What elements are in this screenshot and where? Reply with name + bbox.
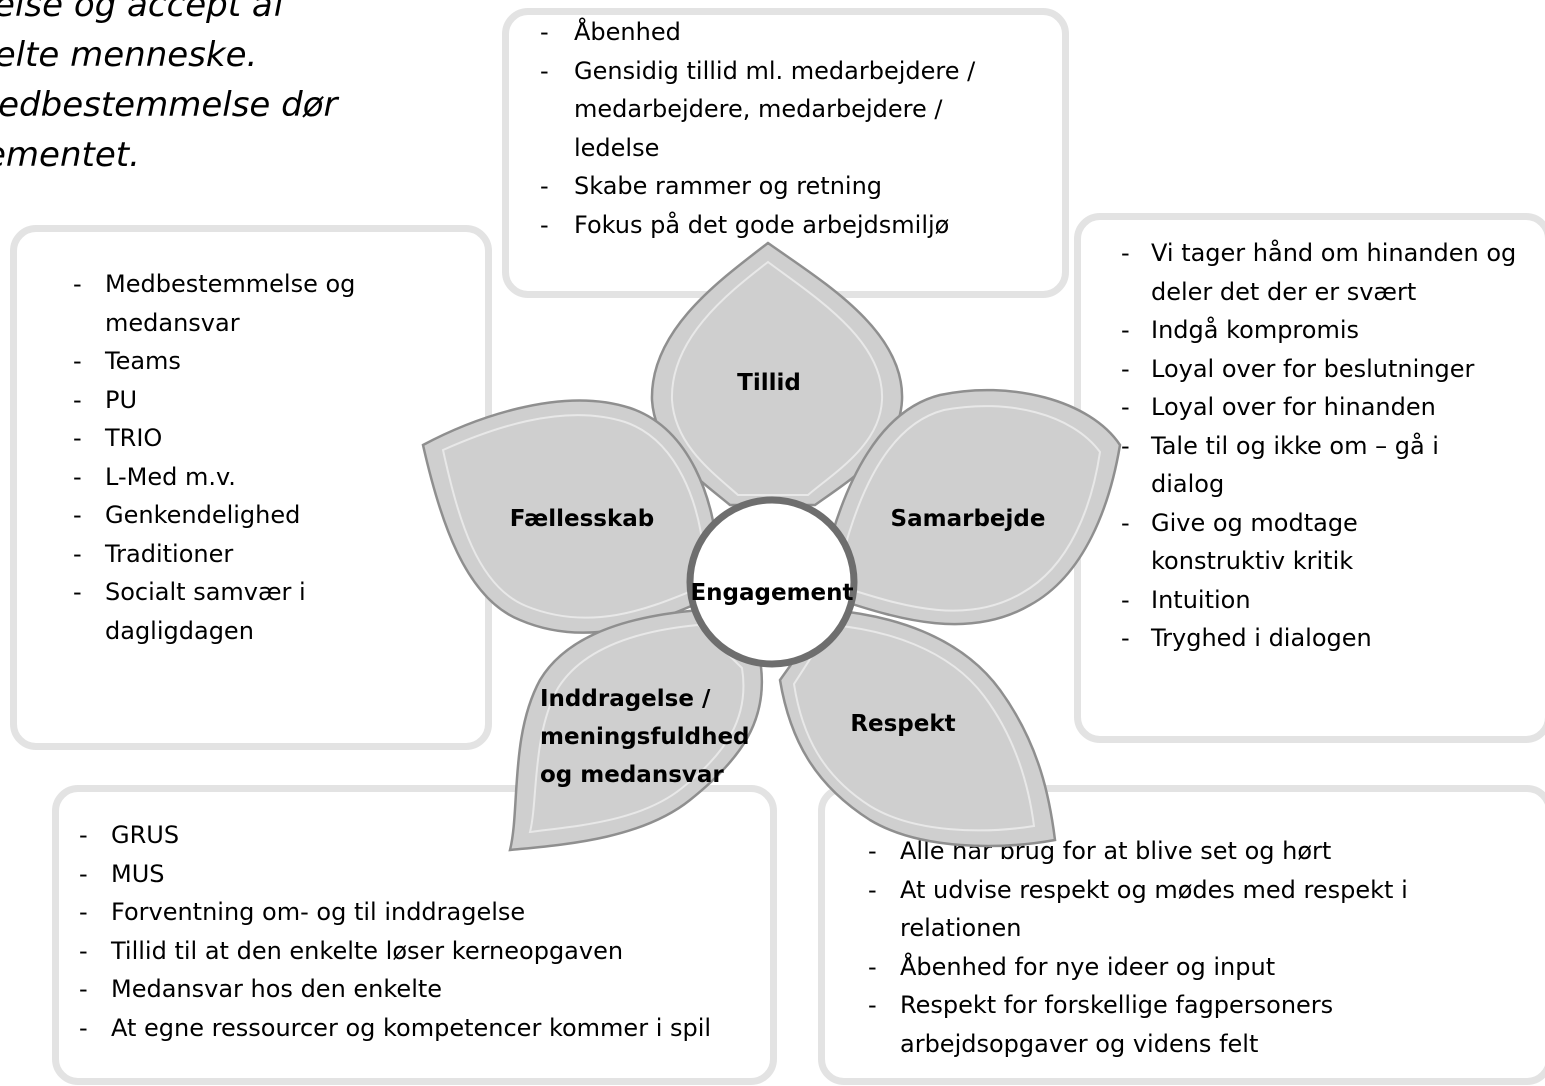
tillid-list: Åbenhed Gensidig tillid ml. medarbejdere… bbox=[540, 13, 1062, 245]
list-item: MUS bbox=[79, 855, 731, 894]
petal-label-line: meningsfuldhed bbox=[540, 724, 750, 750]
petal-tillid: Tillid bbox=[650, 241, 904, 507]
petals-group: Tillid Fællesskab Samarbejde Inddragelse… bbox=[421, 241, 1122, 852]
list-item: Skabe rammer og retning bbox=[540, 167, 1062, 206]
list-item: At egne ressourcer og kompetencer kommer… bbox=[79, 1009, 731, 1048]
list-item: Traditioner bbox=[73, 535, 405, 574]
petal-inddragelse: Inddragelse / meningsfuldhed og medansva… bbox=[508, 608, 764, 852]
petal-inner-line bbox=[528, 623, 745, 834]
petal-label-line: og medansvar bbox=[540, 762, 724, 788]
list-item: At udvise respekt og mødes med respekt i… bbox=[868, 871, 1490, 948]
tillid-box: Åbenhed Gensidig tillid ml. medarbejdere… bbox=[502, 8, 1069, 298]
center-ring bbox=[686, 496, 858, 668]
list-item: Tillid til at den enkelte løser kerneopg… bbox=[79, 932, 731, 971]
petal-inner-line bbox=[670, 260, 884, 496]
list-item: Teams bbox=[73, 342, 405, 381]
petal-label-samarbejde: Samarbejde bbox=[891, 506, 1046, 532]
list-item: Medansvar hos den enkelte bbox=[79, 970, 731, 1009]
list-item: Indgå kompromis bbox=[1121, 311, 1541, 350]
list-item: Medbestemmelse og medansvar bbox=[73, 265, 405, 342]
inddragelse-list: GRUS MUS Forventning om- og til inddrage… bbox=[79, 816, 731, 1048]
inddragelse-box: GRUS MUS Forventning om- og til inddrage… bbox=[52, 785, 777, 1085]
petal-label-line: Inddragelse / bbox=[540, 686, 711, 712]
faellesskab-box: Medbestemmelse og medansvar Teams PU TRI… bbox=[10, 225, 492, 750]
respekt-list: Alle har brug for at blive set og hørt A… bbox=[868, 832, 1490, 1063]
petal-shape bbox=[778, 608, 1057, 848]
petal-label-tillid: Tillid bbox=[737, 370, 801, 396]
petal-inner-line bbox=[792, 623, 1036, 832]
list-item: GRUS bbox=[79, 816, 731, 855]
petal-respekt: Respekt bbox=[778, 608, 1057, 848]
list-item: Genkendelighed bbox=[73, 496, 405, 535]
list-item: L-Med m.v. bbox=[73, 458, 405, 497]
petal-label-respekt: Respekt bbox=[850, 711, 955, 737]
list-item: Gensidig tillid ml. medarbejdere / medar… bbox=[540, 52, 1014, 168]
list-item: Loyal over for beslutninger bbox=[1121, 350, 1541, 389]
respekt-box: Alle har brug for at blive set og hørt A… bbox=[818, 785, 1545, 1085]
list-item: TRIO bbox=[73, 419, 405, 458]
intro-line: ementet. bbox=[0, 135, 140, 175]
list-item: Socialt samvær i dagligdagen bbox=[73, 573, 405, 650]
list-item: Åbenhed for nye ideer og input bbox=[868, 948, 1490, 987]
intro-line: endelse og accept af bbox=[0, 0, 285, 25]
list-item: Tryghed i dialogen bbox=[1121, 619, 1541, 658]
list-item: Respekt for forskellige fagpersoners arb… bbox=[868, 986, 1490, 1063]
list-item: Tale til og ikke om – gå i dialog bbox=[1121, 427, 1471, 504]
list-item: Vi tager hånd om hinanden og deler det d… bbox=[1121, 234, 1541, 311]
list-item: Åbenhed bbox=[540, 13, 1062, 52]
center-circle: Engagement bbox=[686, 496, 858, 668]
petal-label-faellesskab: Fællesskab bbox=[510, 506, 655, 532]
petal-label-inddragelse: Inddragelse / meningsfuldhed og medansva… bbox=[540, 686, 758, 788]
intro-line: kelte menneske. bbox=[0, 35, 258, 75]
petal-faellesskab: Fællesskab bbox=[421, 399, 720, 634]
list-item: Fokus på det gode arbejdsmiljø bbox=[540, 206, 1062, 245]
list-item: Intuition bbox=[1121, 581, 1541, 620]
list-item: Give og modtage konstruktiv kritik bbox=[1121, 504, 1471, 581]
list-item: Loyal over for hinanden bbox=[1121, 388, 1541, 427]
center-label: Engagement bbox=[690, 580, 853, 606]
samarbejde-box: Vi tager hånd om hinanden og deler det d… bbox=[1074, 213, 1545, 743]
list-item: Forventning om- og til inddragelse bbox=[79, 893, 731, 932]
intro-text: endelse og accept af kelte menneske. med… bbox=[0, 0, 338, 180]
samarbejde-list: Vi tager hånd om hinanden og deler det d… bbox=[1121, 234, 1541, 658]
intro-line: medbestemmelse dør bbox=[0, 85, 338, 125]
faellesskab-list: Medbestemmelse og medansvar Teams PU TRI… bbox=[73, 265, 405, 650]
list-item: PU bbox=[73, 381, 405, 420]
